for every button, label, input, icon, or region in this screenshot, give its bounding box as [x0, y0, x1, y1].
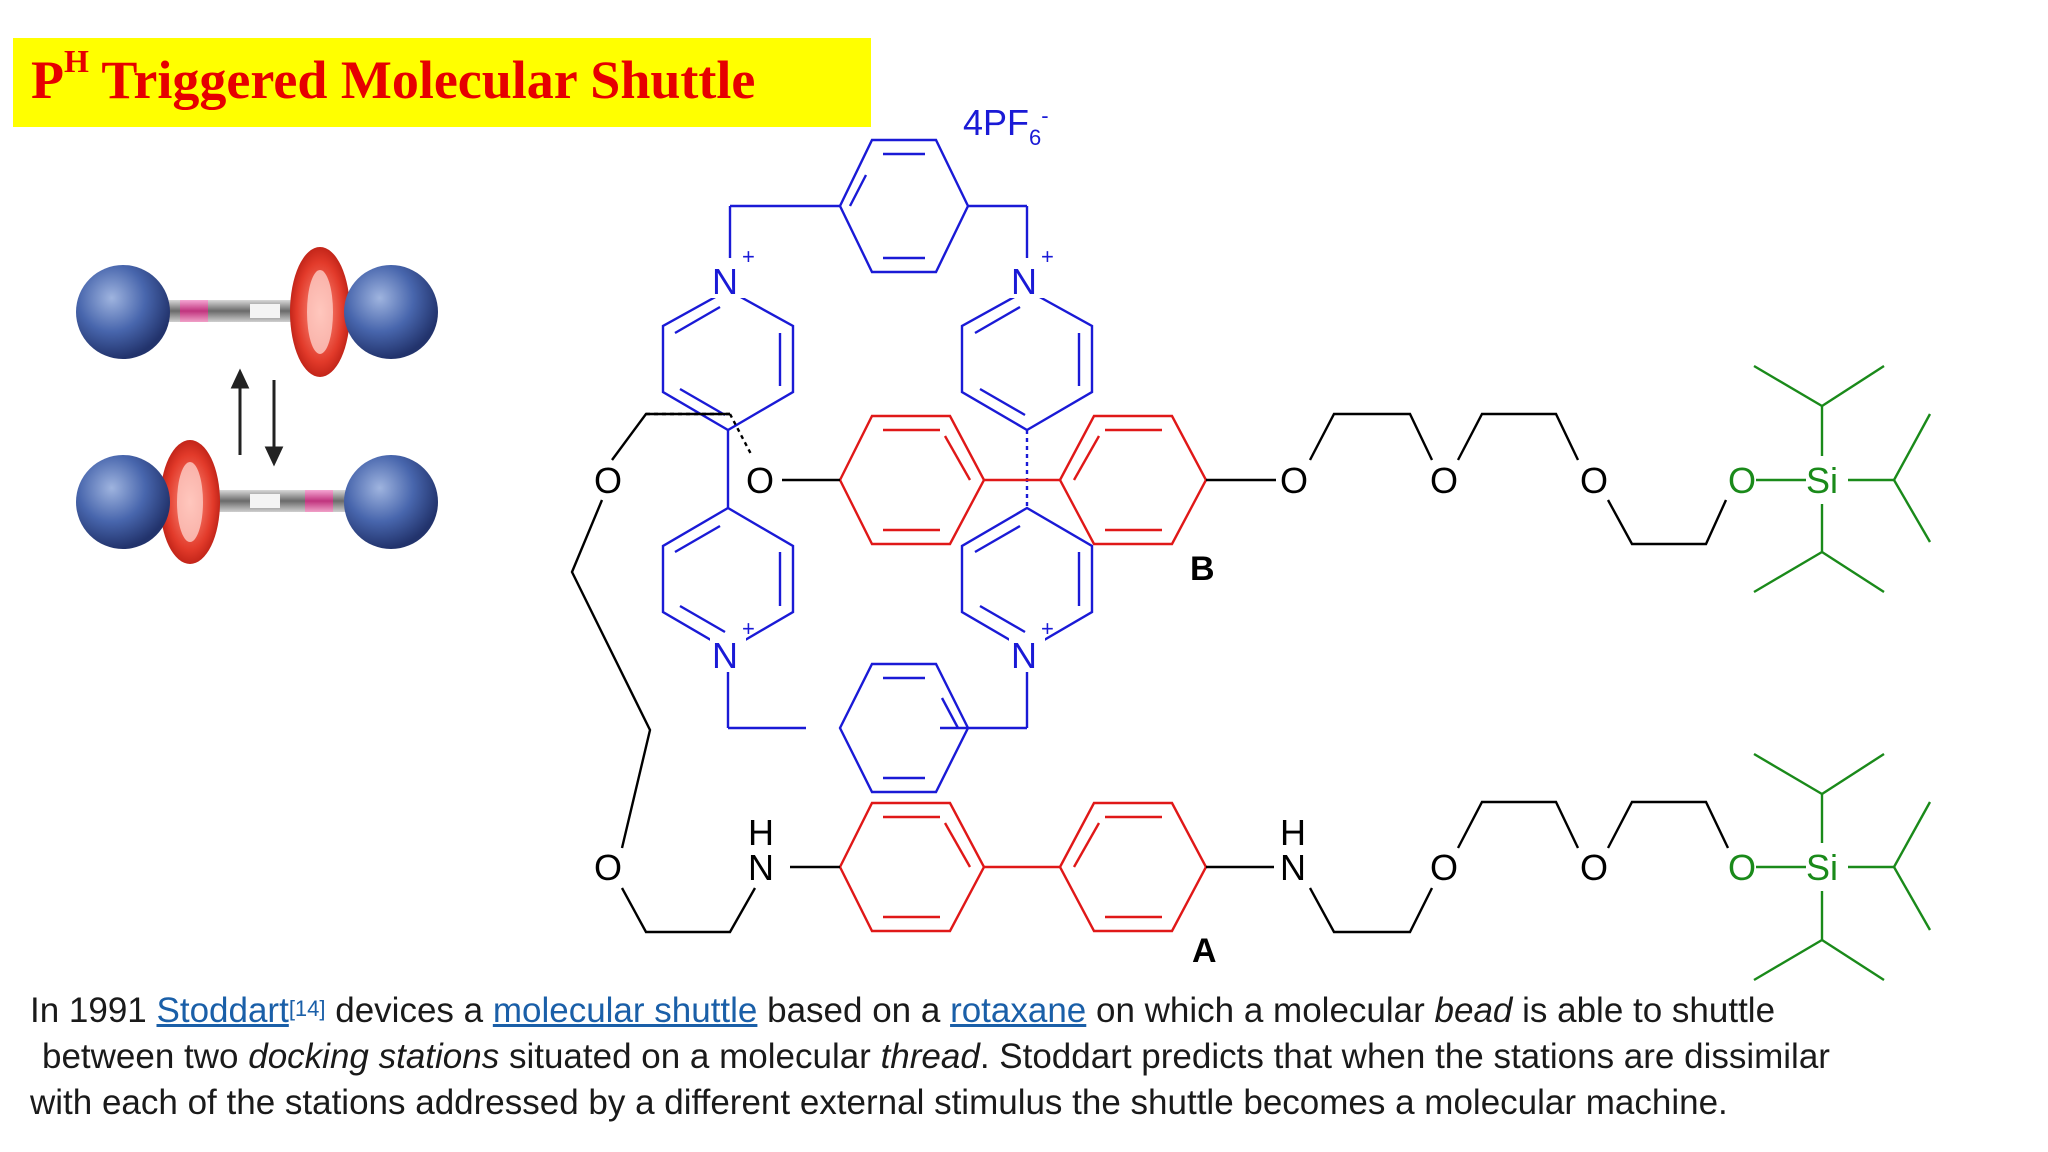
stopper-left-icon — [76, 265, 170, 359]
pyridinium-1 — [661, 288, 795, 432]
title-rest: Triggered Molecular Shuttle — [88, 50, 756, 110]
ring-benzene-bottom — [838, 662, 970, 794]
counterion-label: 4PF6- — [963, 102, 1049, 150]
silyl-stopper-bottom — [1753, 752, 1932, 982]
silicon-label: Si — [1806, 460, 1838, 501]
oxygen-label: O — [1580, 847, 1608, 888]
ring-plus-label: + — [742, 616, 755, 641]
silyl-oxygen-label: O — [1728, 460, 1756, 501]
caption-text: situated on a molecular — [499, 1037, 881, 1076]
caption-text: devices a — [325, 991, 493, 1030]
amine-h-label: H — [1280, 812, 1306, 853]
thread-chain — [570, 412, 1730, 934]
page-title: PH Triggered Molecular Shuttle — [31, 43, 756, 113]
amine-h-label: H — [748, 812, 774, 853]
caption-line-1: In 1991 Stoddart[14] devices a molecular… — [30, 988, 2030, 1034]
stopper-right-icon — [344, 265, 438, 359]
caption-text: In 1991 — [30, 991, 157, 1030]
ring-benzene-top — [838, 138, 970, 274]
silicon-label: Si — [1806, 847, 1838, 888]
caption-paragraph: In 1991 Stoddart[14] devices a molecular… — [30, 988, 2030, 1126]
ring-n-label: N — [712, 261, 738, 302]
ring-plus-label: + — [742, 244, 755, 269]
caption-line-3: with each of the stations addressed by a… — [30, 1083, 1728, 1122]
stopper-right-icon — [344, 455, 438, 549]
caption-emphasis: thread — [880, 1037, 980, 1076]
ring-n-label: N — [1011, 635, 1037, 676]
thread-atom-labels: O O O O O O O O H N H N — [594, 460, 1608, 888]
pyridinium-4 — [960, 506, 1094, 652]
stopper-left-icon — [76, 455, 170, 549]
ring-plus-label: + — [1041, 616, 1054, 641]
caption-text: . Stoddart predicts that when the statio… — [979, 1037, 1830, 1076]
equilibrium-arrows-icon — [230, 368, 284, 467]
ring-n-label: N — [1011, 261, 1037, 302]
caption-text: on which a molecular — [1086, 991, 1435, 1030]
title-banner: PH Triggered Molecular Shuttle — [13, 38, 871, 127]
station-b-label: B — [1190, 550, 1215, 588]
oxygen-label: O — [1430, 460, 1458, 501]
pyridinium-3 — [960, 288, 1094, 432]
title-prefix: P — [31, 50, 64, 110]
caption-emphasis: bead — [1434, 991, 1513, 1030]
station-a-biphenyl — [838, 801, 1208, 933]
caption-text: is able to shuttle — [1512, 991, 1776, 1030]
oxygen-label: O — [594, 460, 622, 501]
shuttle-cartoon — [76, 247, 438, 564]
pyridinium-2 — [661, 506, 795, 652]
amine-n-label: N — [748, 847, 774, 888]
caption-line-2: between two docking stations situated on… — [30, 1034, 2030, 1080]
ring-plus-label: + — [1041, 244, 1054, 269]
ring-n-label: N — [712, 635, 738, 676]
station-a-label: A — [1192, 932, 1217, 970]
shuttle-state-top — [76, 247, 438, 377]
caption-emphasis: docking stations — [248, 1037, 500, 1076]
rotaxane-link[interactable]: rotaxane — [950, 991, 1087, 1030]
oxygen-label: O — [1580, 460, 1608, 501]
reference-link[interactable]: [14] — [288, 996, 326, 1021]
silyl-stopper-top — [1753, 364, 1932, 594]
stoddart-link[interactable]: Stoddart — [156, 991, 289, 1030]
oxygen-label: O — [1280, 460, 1308, 501]
amine-n-label: N — [1280, 847, 1306, 888]
shuttle-state-bottom — [76, 440, 438, 564]
title-superscript: H — [64, 43, 89, 79]
silyl-oxygen-label: O — [1728, 847, 1756, 888]
caption-text: based on a — [757, 991, 951, 1030]
caption-text: between two — [42, 1037, 249, 1076]
oxygen-label: O — [594, 847, 622, 888]
oxygen-label: O — [1430, 847, 1458, 888]
molecular-shuttle-link[interactable]: molecular shuttle — [492, 991, 758, 1030]
cyclophane-ring — [661, 138, 1094, 794]
station-b-biphenyl — [838, 414, 1208, 546]
ring-nitrogen-labels: N + N + N + N + — [710, 244, 1054, 676]
silyl-atom-labels: O Si O Si — [1728, 460, 1838, 888]
oxygen-label: O — [746, 460, 774, 501]
